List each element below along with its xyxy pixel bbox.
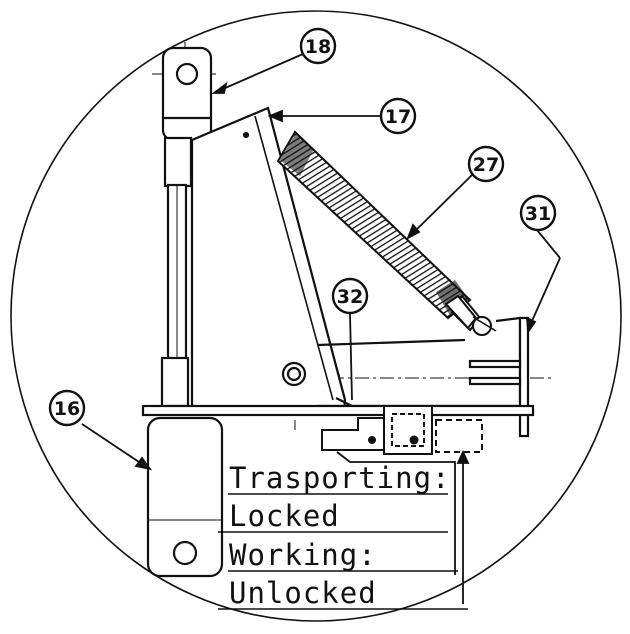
note-unlocked: Unlocked bbox=[229, 576, 377, 610]
note-working: Working: bbox=[229, 538, 377, 572]
callout-circle bbox=[467, 145, 505, 183]
note-underlines bbox=[218, 493, 468, 610]
callout-circle bbox=[519, 194, 557, 232]
callout-18: 18 bbox=[299, 27, 337, 65]
callout-circle bbox=[331, 277, 369, 315]
callout-16: 16 bbox=[48, 389, 86, 427]
note-transporting: Trasporting: bbox=[229, 461, 451, 495]
upper-cylinder-part-18 bbox=[160, 46, 213, 408]
bracket-plate-part-17 bbox=[190, 106, 347, 414]
lower-cylinder-part-16 bbox=[146, 416, 224, 578]
callout-31: 31 bbox=[519, 194, 557, 232]
base-plate bbox=[141, 397, 535, 417]
callout-label: 27 bbox=[473, 154, 499, 176]
callout-circle bbox=[299, 27, 337, 65]
locking-latch-part-32 bbox=[321, 405, 483, 455]
callout-32: 32 bbox=[331, 277, 369, 315]
callout-circle bbox=[48, 389, 86, 427]
detail-circle bbox=[10, 10, 622, 622]
callout-label: 31 bbox=[525, 203, 551, 225]
state-notes: Trasporting: Locked Working: Unlocked bbox=[218, 461, 468, 610]
callout-17: 17 bbox=[379, 97, 417, 135]
callout-label: 32 bbox=[337, 286, 363, 308]
callout-label: 16 bbox=[54, 398, 80, 420]
leader-lines bbox=[81, 53, 561, 604]
note-locked: Locked bbox=[229, 499, 340, 533]
callout-27: 27 bbox=[467, 145, 505, 183]
callout-label: 18 bbox=[305, 36, 331, 58]
callout-circle bbox=[379, 97, 417, 135]
spring-part-27 bbox=[276, 130, 497, 336]
callout-label: 17 bbox=[385, 106, 411, 128]
